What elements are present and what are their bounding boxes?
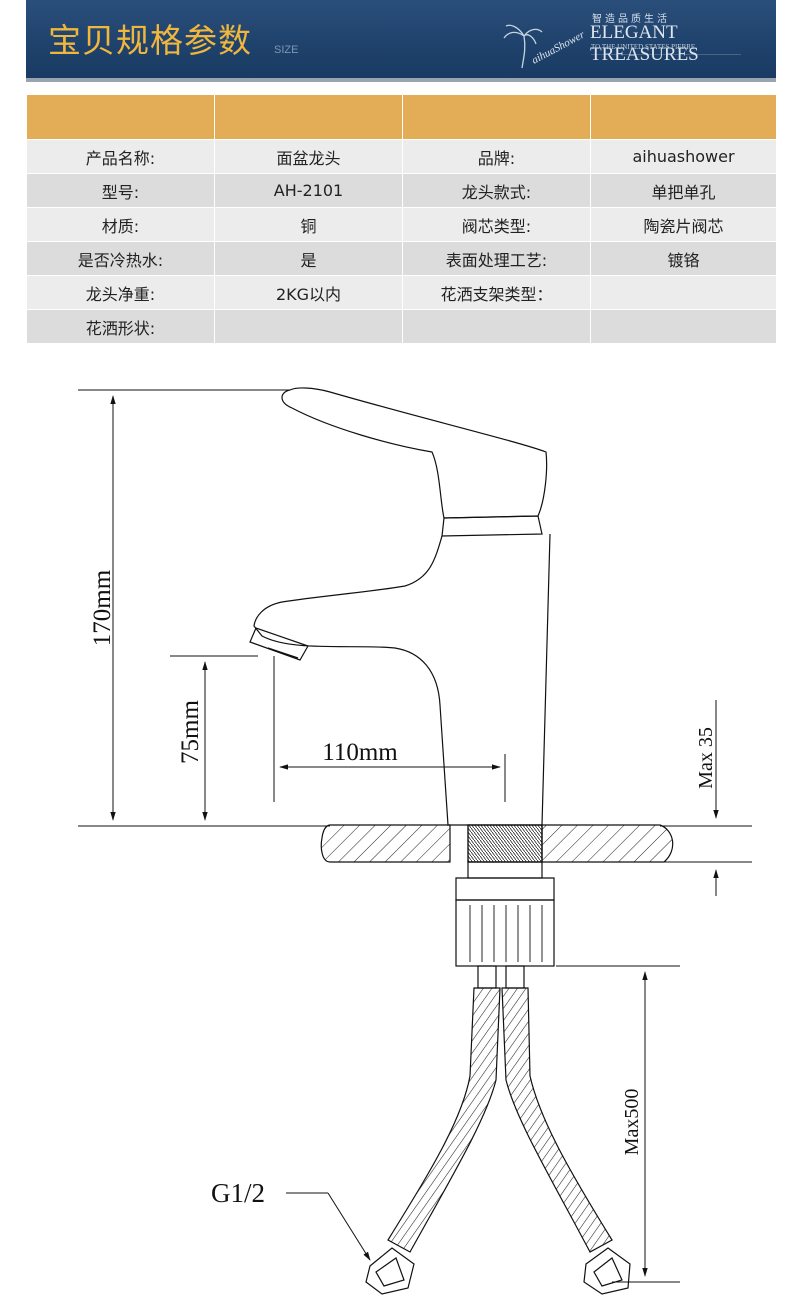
value-faucet-style: 单把单孔: [590, 173, 777, 208]
palm-tree-icon: [503, 24, 543, 69]
brand-logo: aihuaShower: [503, 24, 588, 69]
table-header-cell: [590, 94, 777, 140]
value-surface-finish: 镀铬: [590, 241, 777, 276]
table-row: 是否冷热水: 是 表面处理工艺: 镀铬: [26, 241, 777, 276]
table-header-cell: [214, 94, 403, 140]
label-faucet-style: 龙头款式:: [402, 173, 591, 208]
spec-table: 产品名称: 面盆龙头 品牌: aihuashower 型号: AH-2101 龙…: [26, 94, 777, 344]
label-product-name: 产品名称:: [26, 139, 215, 174]
faucet-body: [249, 387, 551, 826]
value-material: 铜: [214, 207, 403, 242]
dimension-lines: [78, 389, 752, 1283]
label-valve-type: 阀芯类型:: [402, 207, 591, 242]
banner-base-strip: [26, 78, 776, 82]
value-brand: aihuashower: [590, 139, 777, 174]
label-surface-finish: 表面处理工艺:: [402, 241, 591, 276]
banner-rule: [591, 54, 741, 65]
deck-section: [320, 824, 674, 863]
label-hot-cold: 是否冷热水:: [26, 241, 215, 276]
value-net-weight: 2KG以内: [214, 275, 403, 310]
label-net-weight: 龙头净重:: [26, 275, 215, 310]
value-shower-bracket: [590, 275, 777, 310]
table-row: 型号: AH-2101 龙头款式: 单把单孔: [26, 173, 777, 208]
label-model: 型号:: [26, 173, 215, 208]
value-shower-shape: [214, 309, 403, 344]
dim-deck-thickness-label: Max 35: [695, 727, 717, 789]
value-product-name: 面盆龙头: [214, 139, 403, 174]
dim-spout-height-label: 75mm: [177, 700, 204, 764]
slogan-sub: TO THE UNITED STATES PIERRE: [591, 43, 696, 51]
logo-text: aihuaShower: [530, 28, 588, 66]
value-model: AH-2101: [214, 173, 403, 208]
page-subtitle: SIZE: [274, 44, 299, 56]
table-header-row: [26, 94, 777, 140]
mounting-nut: [455, 861, 555, 967]
table-header-cell: [402, 94, 591, 140]
table-row: 花洒形状:: [26, 309, 777, 344]
value-hot-cold: 是: [214, 241, 403, 276]
label-material: 材质:: [26, 207, 215, 242]
label-brand: 品牌:: [402, 139, 591, 174]
label-shower-bracket: 花洒支架类型：: [402, 275, 591, 310]
value-valve-type: 陶瓷片阀芯: [590, 207, 777, 242]
slogan-cn: 智造品质生活: [592, 14, 670, 25]
table-header-cell: [26, 94, 215, 140]
label-shower-shape: 花洒形状:: [26, 309, 215, 344]
table-row: 龙头净重: 2KG以内 花洒支架类型：: [26, 275, 777, 310]
table-row: 材质: 铜 阀芯类型: 陶瓷片阀芯: [26, 207, 777, 242]
table-cell-empty: [590, 309, 777, 344]
faucet-dimension-drawing: 170mm 75mm 110mm Max 35 Max500 G1/2: [78, 387, 752, 1295]
slogan-en: ELEGANT TREASURES: [590, 22, 699, 65]
page-title: 宝贝规格参数: [48, 21, 252, 60]
dim-hose-length-label: Max500: [621, 1089, 643, 1156]
table-row: 产品名称: 面盆龙头 品牌: aihuashower: [26, 139, 777, 174]
braided-hoses: [365, 965, 631, 1295]
dim-reach-label: 110mm: [322, 739, 398, 766]
thread-size-label: G1/2: [211, 1178, 265, 1208]
dim-height-label: 170mm: [89, 569, 116, 646]
table-cell-empty: [402, 309, 591, 344]
header-banner: 宝贝规格参数 SIZE aihuaShower 智造品质生活 ELEGANT T…: [26, 0, 776, 82]
